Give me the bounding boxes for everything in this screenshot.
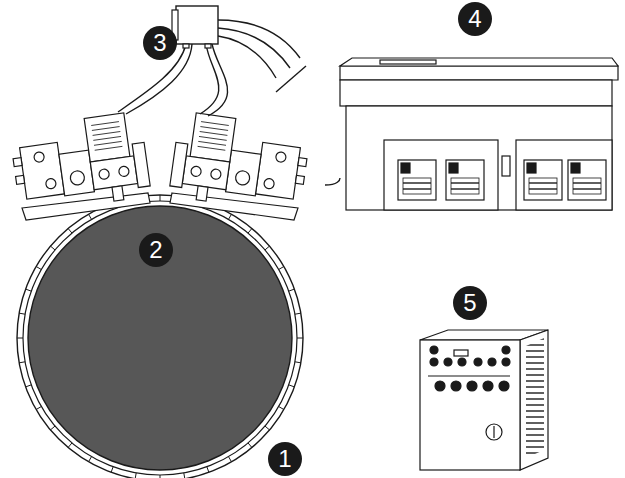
callout-number: 2 bbox=[139, 233, 173, 267]
ring-segment bbox=[89, 457, 92, 462]
ring-segment bbox=[248, 228, 252, 233]
pipe bbox=[17, 195, 303, 478]
junction-box bbox=[118, 6, 306, 116]
ring-segment bbox=[26, 289, 32, 291]
ring-segment bbox=[248, 443, 252, 448]
panel-knob bbox=[435, 381, 445, 391]
panel-knob bbox=[483, 381, 493, 391]
callout-text: 2 bbox=[149, 238, 162, 262]
panel-knob bbox=[451, 381, 461, 391]
ring-segment bbox=[295, 362, 301, 363]
panel-knob bbox=[430, 358, 438, 366]
callout-text: 4 bbox=[468, 7, 481, 31]
guide-rail bbox=[22, 193, 298, 220]
panel-knob bbox=[444, 358, 452, 366]
ring-segment bbox=[17, 338, 23, 339]
callout-text: 3 bbox=[153, 31, 166, 55]
ring-segment bbox=[207, 467, 209, 473]
callout-number: 3 bbox=[143, 26, 177, 60]
panel-knob bbox=[488, 358, 496, 366]
callout-number: 4 bbox=[458, 2, 492, 36]
ring-segment bbox=[184, 473, 185, 478]
ring-segment bbox=[289, 385, 295, 387]
ring-segment bbox=[229, 214, 232, 219]
ring-segment bbox=[160, 195, 161, 201]
panel-knob bbox=[458, 358, 466, 366]
ring-segment bbox=[265, 246, 270, 250]
panel-knob bbox=[467, 381, 477, 391]
controller-cabinet bbox=[325, 58, 618, 210]
callout-number: 1 bbox=[268, 442, 302, 476]
panel-knob bbox=[474, 358, 482, 366]
power-unit bbox=[420, 330, 548, 470]
ring-segment bbox=[229, 457, 232, 462]
welding-head bbox=[168, 111, 311, 215]
ring-segment bbox=[26, 385, 32, 387]
callout-number: 5 bbox=[453, 286, 487, 320]
welding-head bbox=[9, 111, 152, 215]
panel-knob bbox=[499, 381, 509, 391]
panel-knob bbox=[430, 346, 438, 354]
callout-text: 5 bbox=[463, 291, 476, 315]
panel-knob bbox=[502, 358, 510, 366]
panel-knob bbox=[502, 346, 510, 354]
ring-segment bbox=[19, 362, 25, 363]
ring-segment bbox=[279, 407, 284, 410]
ring-segment bbox=[19, 313, 25, 314]
ring-segment bbox=[36, 407, 41, 410]
ring-segment bbox=[36, 267, 41, 270]
ring-segment bbox=[265, 426, 270, 430]
ring-segment bbox=[50, 426, 55, 430]
callout-text: 1 bbox=[278, 447, 291, 471]
ring-segment bbox=[297, 338, 303, 339]
ring-segment bbox=[295, 313, 301, 314]
ring-segment bbox=[68, 228, 72, 233]
ring-segment bbox=[160, 475, 161, 478]
ring-segment bbox=[279, 267, 284, 270]
ring-segment bbox=[50, 246, 55, 250]
ring-segment bbox=[68, 443, 72, 448]
ring-segment bbox=[89, 214, 92, 219]
ring-segment bbox=[289, 289, 295, 291]
ring-segment bbox=[135, 473, 136, 478]
ring-segment bbox=[111, 467, 113, 473]
